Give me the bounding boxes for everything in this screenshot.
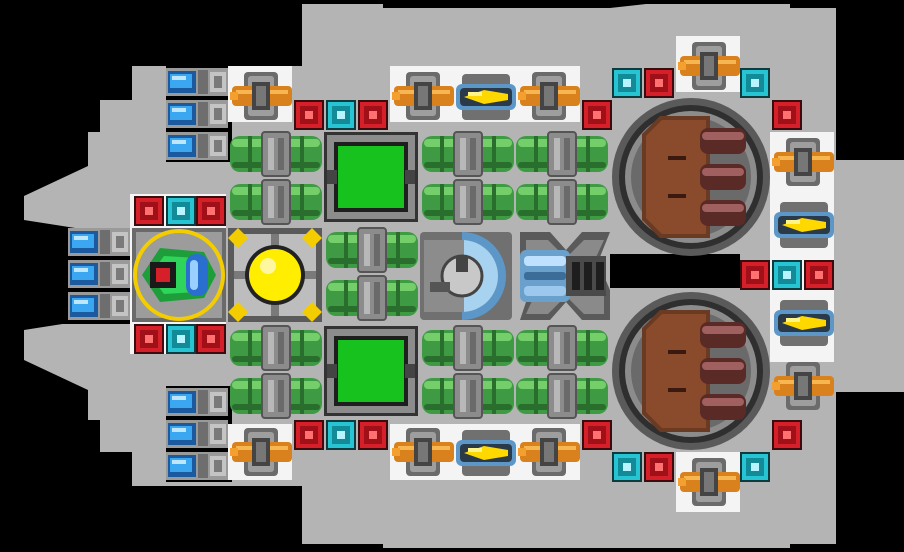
engine-drive-icon <box>520 232 610 320</box>
missile-bay-top <box>612 98 770 256</box>
missile-bay-bottom <box>612 292 770 450</box>
thruster-bank-top <box>166 68 228 160</box>
bridge-cockpit-icon <box>132 228 226 322</box>
shield-generator-icon <box>420 232 512 320</box>
thruster-bank-bottom <box>166 388 228 480</box>
thruster-bank-mid <box>68 228 130 320</box>
reactor-core-icon <box>228 228 322 322</box>
